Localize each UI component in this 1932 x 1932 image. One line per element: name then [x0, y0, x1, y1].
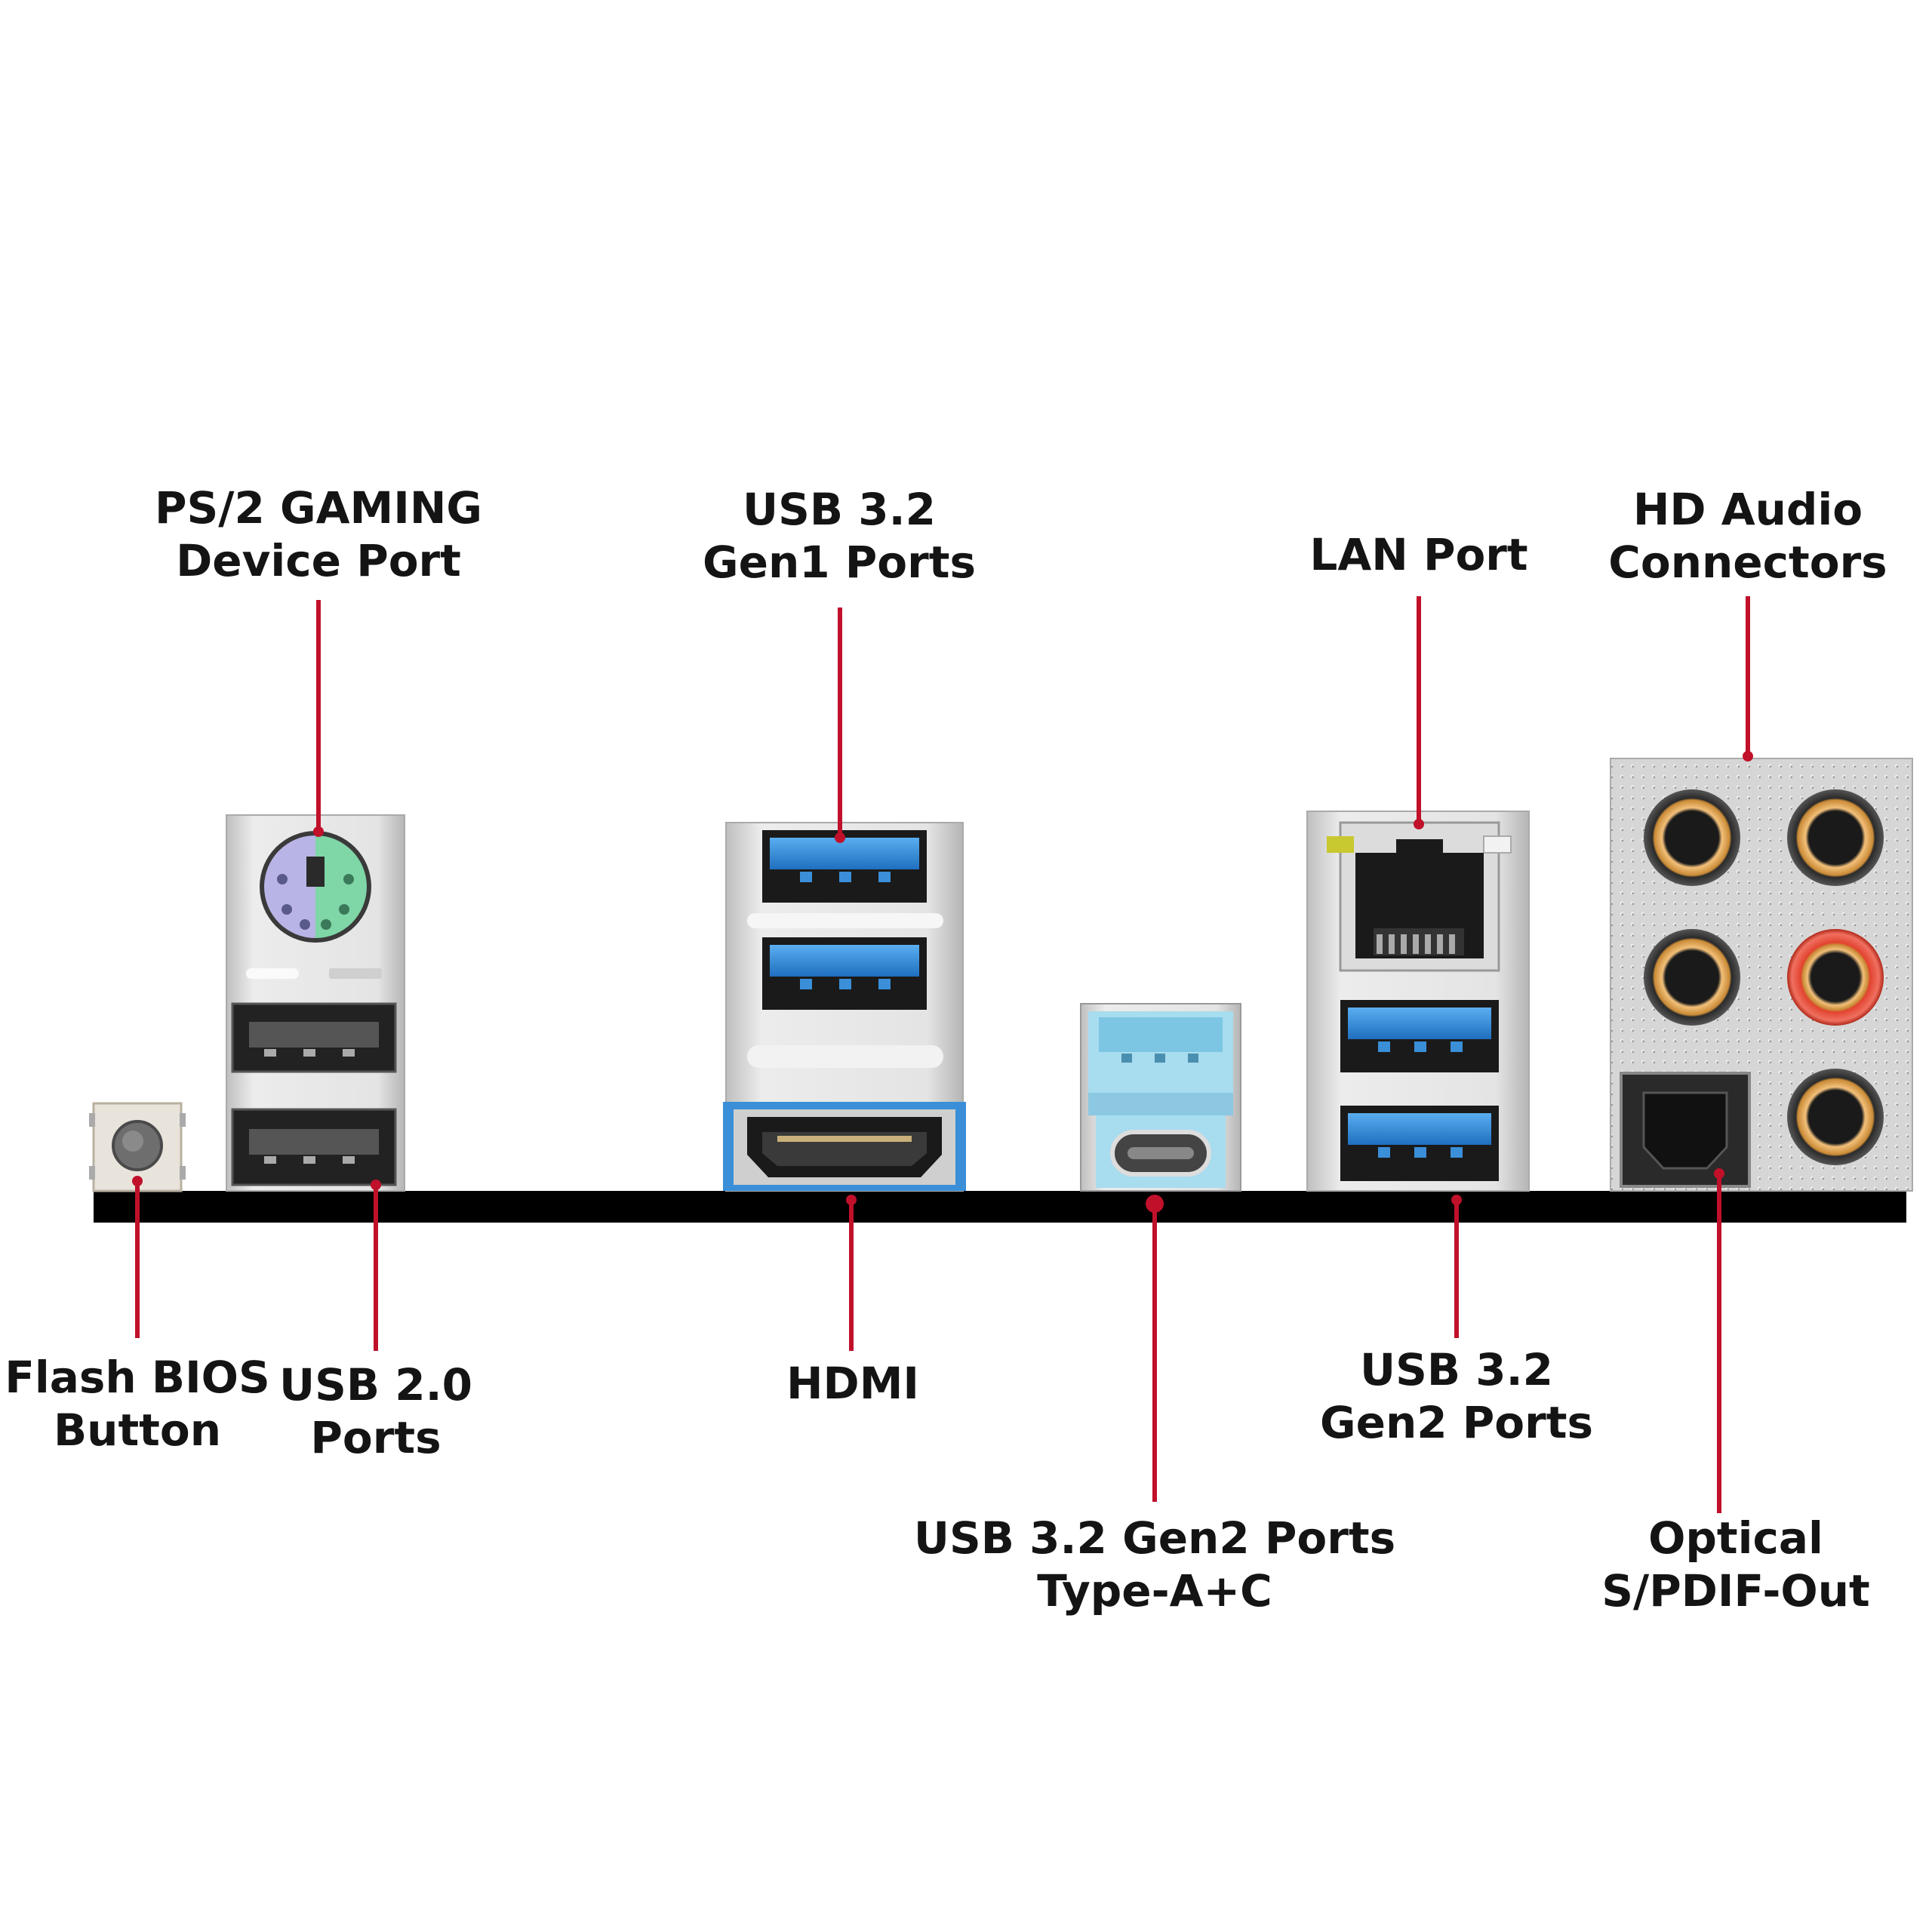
usb32-gen1-port-bottom [762, 937, 927, 1010]
leader-lines [132, 596, 1753, 1513]
label-usb32-gen2-type-ac: USB 3.2 Gen2 Ports Type-A+C [914, 1512, 1395, 1617]
leader-dot-usb32-gen2-ac [1146, 1195, 1164, 1213]
label-usb32-gen2-ports: USB 3.2 Gen2 Ports [1320, 1343, 1593, 1449]
leader-dot-flash-bios [132, 1176, 143, 1186]
label-usb32-gen2-ac-line1: USB 3.2 Gen2 Ports [913, 1512, 1396, 1564]
label-usb32-gen1-line1: USB 3.2 [742, 484, 936, 535]
label-hd-audio-line2: Connectors [1608, 537, 1887, 588]
usb32-gen2-ac-block [1080, 1003, 1241, 1192]
label-usb20-line1: USB 2.0 [278, 1359, 473, 1411]
label-usb20-ports: USB 2.0 Ports [279, 1358, 472, 1464]
usb20-port-top [231, 1002, 397, 1073]
audio-jack-1 [1644, 789, 1740, 886]
io-baseplate [94, 1191, 1906, 1223]
usb32-gen2-port-bottom [1340, 1106, 1499, 1181]
usb32-gen2-port-top [1340, 1000, 1499, 1072]
label-lan-port: LAN Port [1309, 528, 1527, 581]
ps2-port [260, 831, 371, 943]
label-usb20-line2: Ports [310, 1412, 441, 1463]
ps2-usb20-block [226, 814, 405, 1192]
label-usb32-gen1-line2: Gen1 Ports [703, 537, 976, 588]
label-optical-line1: Optical [1648, 1512, 1823, 1564]
optical-spdif-port [1620, 1072, 1751, 1188]
usb20-port-bottom [231, 1108, 397, 1186]
leader-dot-hd-audio [1743, 751, 1753, 761]
audio-jack-4-red [1787, 929, 1884, 1026]
usb32-gen2-type-a-port [1088, 1011, 1233, 1115]
label-hd-audio-line1: HD Audio [1632, 484, 1863, 535]
audio-jack-3 [1644, 929, 1740, 1026]
label-optical-line2: S/PDIF-Out [1601, 1565, 1870, 1617]
leader-dot-hdmi [846, 1195, 857, 1205]
audio-jack-2 [1787, 789, 1884, 886]
label-hdmi: HDMI [786, 1357, 919, 1410]
hdmi-port [723, 1102, 966, 1191]
label-flash-bios-line2: Button [53, 1404, 222, 1456]
usb32-gen2-type-c-port [1096, 1115, 1226, 1188]
usb32-gen1-port-top [762, 830, 927, 903]
leader-dot-optical [1714, 1168, 1724, 1179]
label-flash-bios-button: Flash BIOS Button [5, 1351, 270, 1457]
audio-jack-5 [1787, 1069, 1884, 1165]
lan-usb32-gen2-block [1306, 811, 1530, 1192]
label-optical-spdif-out: Optical S/PDIF-Out [1601, 1512, 1869, 1617]
label-hdmi-line1: HDMI [786, 1358, 919, 1409]
label-ps2-line1: PS/2 GAMING [155, 482, 482, 534]
label-hd-audio-connectors: HD Audio Connectors [1608, 483, 1887, 589]
label-lan-line1: LAN Port [1309, 529, 1528, 580]
label-usb32-gen2-line1: USB 3.2 [1359, 1344, 1553, 1395]
label-usb32-gen2-ac-line2: Type-A+C [1037, 1565, 1272, 1617]
label-usb32-gen2-line2: Gen2 Ports [1320, 1397, 1593, 1448]
label-usb32-gen1-ports: USB 3.2 Gen1 Ports [703, 483, 976, 589]
leader-dot-usb32-gen1 [835, 832, 845, 843]
leader-dot-usb32-gen2 [1451, 1195, 1462, 1205]
leader-dot-ps2 [313, 826, 324, 837]
lan-port [1327, 821, 1512, 972]
label-flash-bios-line1: Flash BIOS [5, 1352, 270, 1403]
audio-block [1610, 758, 1913, 1192]
usb32-gen1-hdmi-block [723, 822, 966, 1192]
leader-dot-usb20 [371, 1180, 381, 1190]
leader-dot-lan [1414, 819, 1424, 829]
label-ps2-gaming-device-port: PS/2 GAMING Device Port [155, 481, 482, 587]
label-ps2-line2: Device Port [176, 535, 461, 586]
